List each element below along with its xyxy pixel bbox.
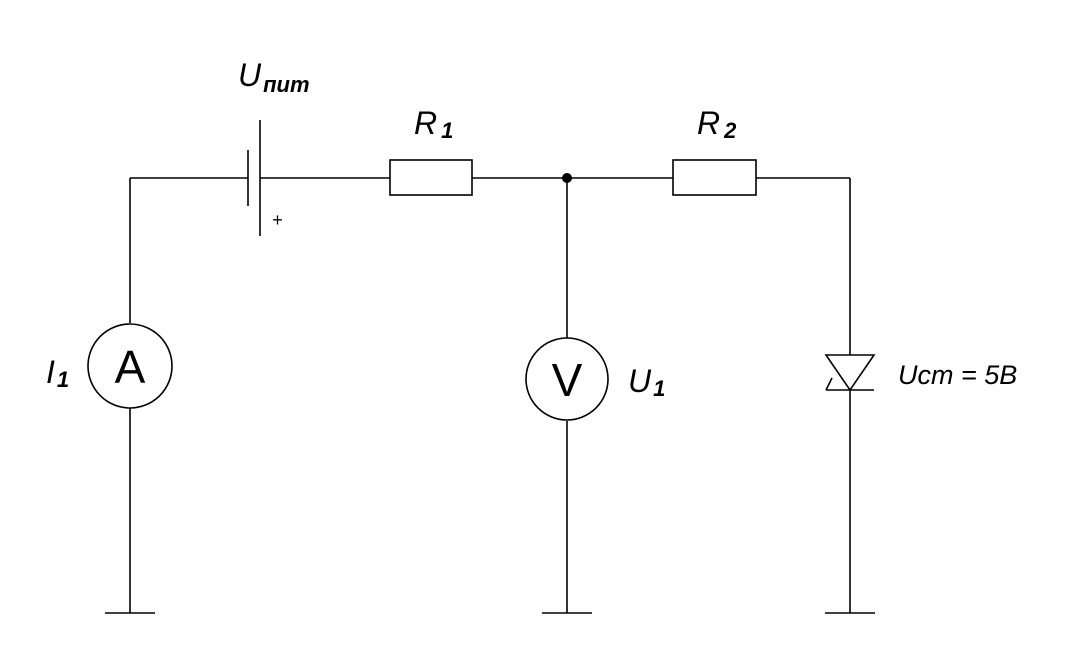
supply-source: + Uпит [238, 57, 310, 236]
zener-diode-triangle [824, 354, 876, 392]
battery-polarity-label: + [272, 210, 283, 230]
ammeter: A I1 [46, 323, 173, 409]
ammeter-label: I1 [46, 354, 69, 392]
ammeter-letter: A [115, 341, 146, 393]
voltmeter-letter: V [552, 354, 583, 406]
zener-label: Uст = 5В [898, 360, 1017, 390]
voltmeter-label: U1 [628, 363, 665, 401]
source-label: Uпит [238, 57, 310, 97]
junction-node [562, 173, 572, 183]
wires [129, 177, 851, 613]
zener-diode-flag [825, 377, 833, 391]
voltmeter-circle [525, 337, 609, 421]
resistor-r1-body [389, 159, 473, 196]
ammeter-circle [87, 323, 173, 409]
resistor-r2-body [672, 159, 757, 196]
voltmeter: V U1 [525, 337, 665, 421]
zener-diode: Uст = 5В [824, 354, 1017, 392]
